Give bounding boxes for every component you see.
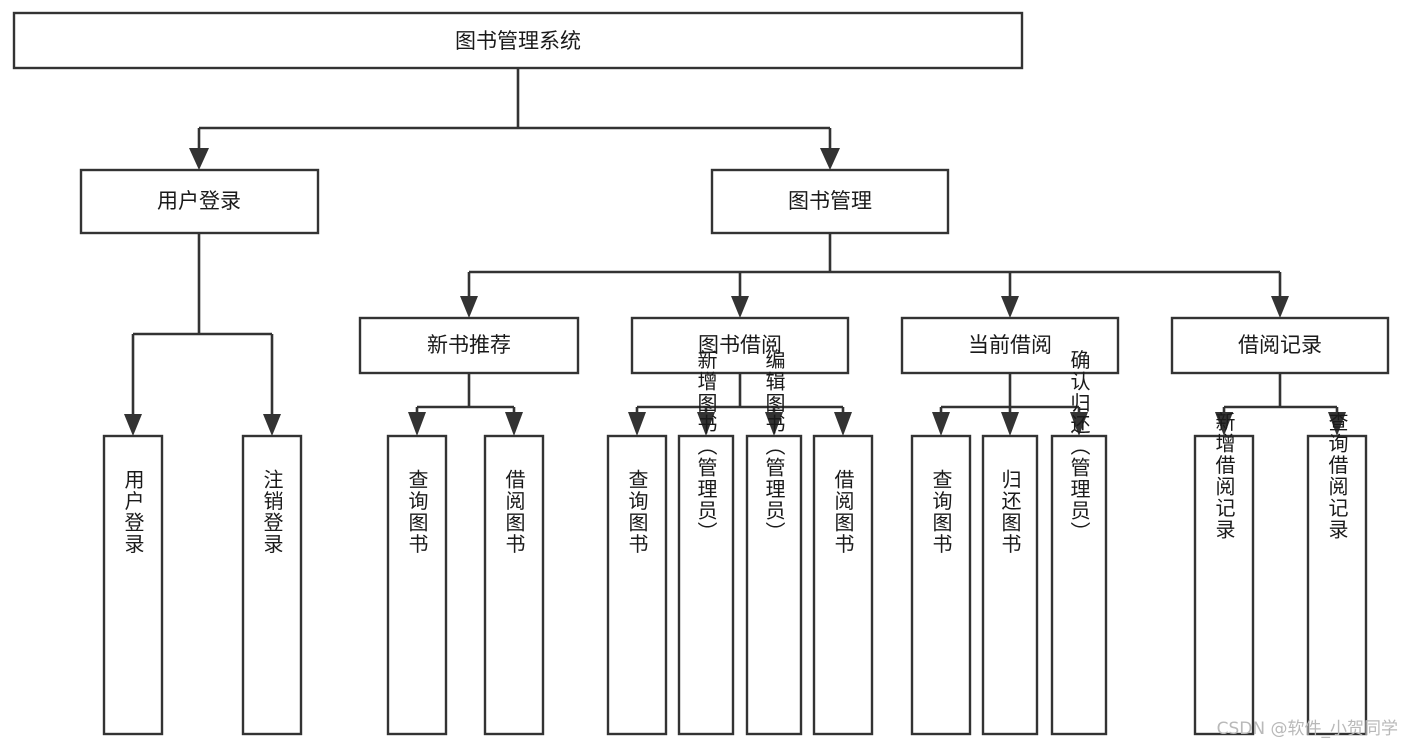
arrowhead-book-management <box>820 148 840 170</box>
leaf-borrow-book-2-label: 借阅图书 <box>831 469 855 555</box>
leaf-return-book-label: 归还图书 <box>998 469 1022 555</box>
arrowhead-leaf-user-logout <box>263 414 281 436</box>
arrowhead-leaf-add-record <box>1215 412 1233 436</box>
arrowhead-leaf-add-book <box>697 412 715 436</box>
leaf-edit-book-label: 编辑图书（管理员） <box>762 349 786 543</box>
node-borrow-record[interactable]: 借阅记录 <box>1170 316 1390 375</box>
leaf-query-record-box[interactable] <box>1306 434 1368 736</box>
borrow-record-box[interactable] <box>1170 316 1390 375</box>
leaf-add-record-box[interactable] <box>1193 434 1255 736</box>
node-current-borrow[interactable]: 当前借阅 <box>900 316 1120 375</box>
arrowhead-new-book-recommend <box>460 296 478 318</box>
new-book-recommend-label: 新书推荐 <box>427 333 511 357</box>
arrowhead-leaf-query-book-2 <box>628 412 646 436</box>
root-label: 图书管理系统 <box>455 29 581 53</box>
node-leaf-borrow-book-2[interactable]: 借阅图书 <box>812 434 874 736</box>
leaf-query-book-1-box[interactable] <box>386 434 448 736</box>
leaf-borrow-book-1-box[interactable] <box>483 434 545 736</box>
node-leaf-borrow-book-1[interactable]: 借阅图书 <box>483 434 545 736</box>
csdn-watermark: CSDN @软件_小贺同学 <box>1217 719 1398 739</box>
node-user-login[interactable]: 用户登录 <box>79 168 320 235</box>
leaf-user-logout-label: 注销登录 <box>260 469 284 555</box>
arrowhead-user-login <box>189 148 209 170</box>
leaf-query-book-1-label: 查询图书 <box>405 469 429 555</box>
node-book-borrow[interactable]: 图书借阅 <box>630 316 850 375</box>
connector-layer <box>124 68 1346 436</box>
leaf-borrow-book-2-box[interactable] <box>812 434 874 736</box>
node-leaf-return-book[interactable]: 归还图书 <box>981 434 1039 736</box>
leaf-user-logout-box[interactable] <box>241 434 303 736</box>
leaf-add-book-box[interactable] <box>677 434 735 736</box>
arrowhead-leaf-borrow-book-1 <box>505 412 523 436</box>
borrow-record-label: 借阅记录 <box>1238 333 1322 357</box>
arrowhead-leaf-user-login <box>124 414 142 436</box>
leaf-borrow-book-1-label: 借阅图书 <box>502 469 526 555</box>
leaf-user-login-box[interactable] <box>102 434 164 736</box>
node-new-book-recommend[interactable]: 新书推荐 <box>358 316 580 375</box>
arrowhead-leaf-query-book-3 <box>932 412 950 436</box>
arrowhead-leaf-query-book-1 <box>408 412 426 436</box>
arrowhead-book-borrow <box>731 296 749 318</box>
leaf-query-book-2-label: 查询图书 <box>625 469 649 555</box>
book-borrow-box[interactable] <box>630 316 850 375</box>
root-box[interactable] <box>12 11 1024 70</box>
new-book-recommend-box[interactable] <box>358 316 580 375</box>
node-leaf-user-login[interactable]: 用户登录 <box>102 434 164 736</box>
node-leaf-query-book-3[interactable]: 查询图书 <box>910 434 972 736</box>
user-login-box[interactable] <box>79 168 320 235</box>
book-management-label: 图书管理 <box>788 189 872 213</box>
leaf-query-book-2-box[interactable] <box>606 434 668 736</box>
node-leaf-query-record[interactable]: 查询借阅记录 <box>1306 411 1368 736</box>
node-leaf-user-logout[interactable]: 注销登录 <box>241 434 303 736</box>
arrowhead-leaf-return-book <box>1001 412 1019 436</box>
node-leaf-edit-book[interactable]: 编辑图书（管理员） <box>745 349 803 736</box>
leaf-edit-book-box[interactable] <box>745 434 803 736</box>
node-leaf-query-book-1[interactable]: 查询图书 <box>386 434 448 736</box>
book-borrow-label: 图书借阅 <box>698 333 782 357</box>
leaf-add-record-label: 新增借阅记录 <box>1212 411 1236 540</box>
node-leaf-query-book-2[interactable]: 查询图书 <box>606 434 668 736</box>
node-leaf-add-book[interactable]: 新增图书（管理员） <box>677 349 735 736</box>
node-leaf-add-record[interactable]: 新增借阅记录 <box>1193 411 1255 736</box>
arrowhead-leaf-borrow-book-2 <box>834 412 852 436</box>
node-leaf-confirm-return[interactable]: 确认归还（管理员） <box>1050 349 1108 736</box>
current-borrow-box[interactable] <box>900 316 1120 375</box>
book-management-box[interactable] <box>710 168 950 235</box>
arrowhead-leaf-edit-book <box>765 412 783 436</box>
node-book-management[interactable]: 图书管理 <box>710 168 950 235</box>
current-borrow-label: 当前借阅 <box>968 333 1052 357</box>
arrowhead-current-borrow <box>1001 296 1019 318</box>
leaf-confirm-return-label: 确认归还（管理员） <box>1067 349 1091 543</box>
leaf-confirm-return-box[interactable] <box>1050 434 1108 736</box>
leaf-user-login-label: 用户登录 <box>121 469 145 555</box>
leaf-return-book-box[interactable] <box>981 434 1039 736</box>
leaf-add-book-label: 新增图书（管理员） <box>694 349 718 543</box>
node-root-system[interactable]: 图书管理系统 <box>12 11 1024 70</box>
arrowhead-leaf-query-record <box>1328 412 1346 436</box>
leaf-query-book-3-box[interactable] <box>910 434 972 736</box>
arrowhead-borrow-record <box>1271 296 1289 318</box>
leaf-query-book-3-label: 查询图书 <box>929 469 953 555</box>
user-login-label: 用户登录 <box>157 189 241 213</box>
arrowhead-leaf-confirm-return <box>1070 412 1088 436</box>
leaf-query-record-label: 查询借阅记录 <box>1325 411 1349 540</box>
